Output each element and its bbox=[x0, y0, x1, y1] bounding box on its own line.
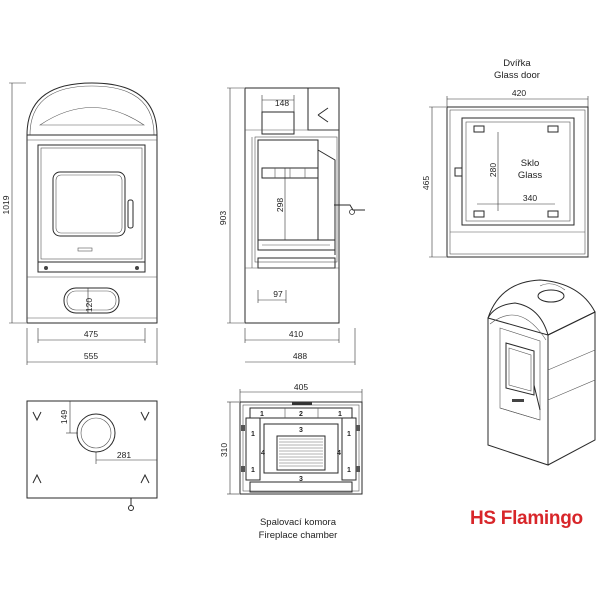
side-view: 148 298 97 903 410 488 bbox=[218, 87, 365, 365]
brand-logo: HS Flamingo bbox=[470, 508, 583, 529]
part-label-1e: 1 bbox=[251, 467, 255, 474]
top-flue-dim: 281 bbox=[117, 450, 131, 460]
part-label-4a: 4 bbox=[261, 450, 265, 457]
front-height-dim: 1019 bbox=[1, 195, 11, 214]
front-vent-dim: 120 bbox=[84, 298, 94, 312]
glass-width-dim: 340 bbox=[523, 193, 537, 203]
isometric-view bbox=[487, 279, 596, 466]
part-label-1f: 1 bbox=[347, 467, 351, 474]
side-chamber-dim: 298 bbox=[275, 198, 285, 212]
side-depth-outer-dim: 488 bbox=[293, 351, 307, 361]
front-outer-width-dim: 555 bbox=[84, 351, 98, 361]
top-offset-dim: 149 bbox=[59, 410, 69, 424]
side-height-dim: 903 bbox=[218, 211, 228, 225]
door-width-dim: 420 bbox=[512, 88, 526, 98]
part-label-3b: 3 bbox=[299, 476, 303, 483]
part-label-1a: 1 bbox=[260, 411, 264, 418]
chamber-depth-dim: 310 bbox=[219, 443, 229, 457]
door-view: Dvířka Glass door 420 280 340 Sklo Glass… bbox=[421, 58, 589, 258]
side-depth-inner-dim: 410 bbox=[289, 329, 303, 339]
part-label-2: 2 bbox=[299, 411, 303, 418]
part-label-3a: 3 bbox=[299, 427, 303, 434]
door-title-en: Glass door bbox=[494, 70, 540, 81]
chamber-title-cs: Spalovací komora bbox=[260, 517, 337, 528]
chamber-title-en: Fireplace chamber bbox=[259, 530, 338, 541]
glass-label-en: Glass bbox=[518, 170, 543, 181]
glass-height-dim: 280 bbox=[488, 163, 498, 177]
front-view: 120 1019 475 555 bbox=[1, 82, 158, 365]
chamber-width-dim: 405 bbox=[294, 382, 308, 392]
door-title-cs: Dvířka bbox=[503, 58, 531, 69]
front-inner-width-dim: 475 bbox=[84, 329, 98, 339]
part-label-4b: 4 bbox=[337, 450, 341, 457]
part-label-1c: 1 bbox=[251, 431, 255, 438]
chamber-view: 405 310 1 2 1 3 1 1 4 4 bbox=[219, 382, 363, 541]
top-view: 149 281 bbox=[26, 400, 158, 511]
glass-label-cs: Sklo bbox=[521, 158, 539, 169]
side-ash-dim: 97 bbox=[273, 289, 283, 299]
part-label-1d: 1 bbox=[347, 431, 351, 438]
part-label-1b: 1 bbox=[338, 411, 342, 418]
side-top-dim: 148 bbox=[275, 98, 289, 108]
door-height-dim: 465 bbox=[421, 176, 431, 190]
